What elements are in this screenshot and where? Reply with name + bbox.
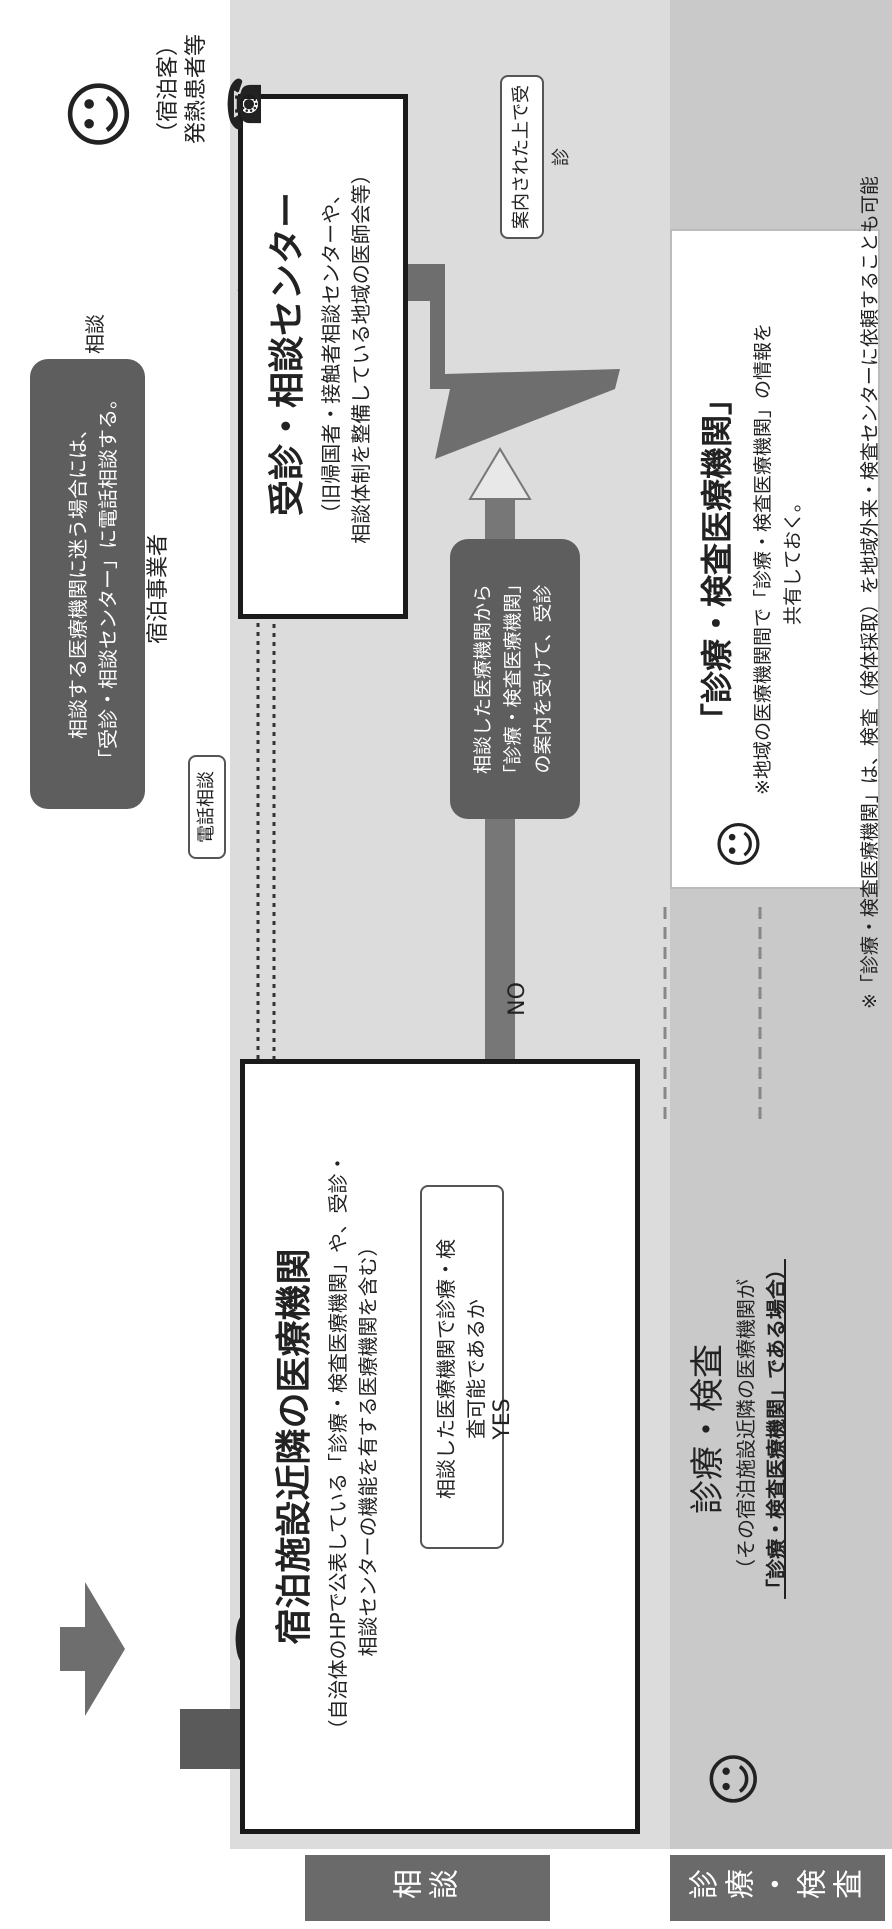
patient-label-2: 発熱患者等 — [184, 34, 209, 145]
callout-top-line2: 「受診・相談センター」に電話相談する。 — [96, 389, 120, 769]
exam-desc-2: 「診療・検査医療機関」である場合） — [764, 1259, 788, 1599]
exam-desc-1: （その宿泊施設近隣の医療機関が — [734, 1279, 758, 1579]
exam-institution-note-1: ※地域の医療機関間で「診療・検査医療機関」の情報を — [752, 323, 774, 795]
guided-label: 案内された上で受診 — [500, 75, 572, 239]
phone-consult-label: 電話相談 — [188, 755, 226, 859]
callout-top-line1: 相談する医療機関に迷う場合には、 — [66, 419, 90, 739]
doctor-icon: ☺ — [703, 1750, 766, 1808]
exam-institution-title: 「診療・検査医療機関」 — [698, 383, 736, 736]
patient-icon: ☺ — [59, 77, 141, 151]
consult-arrow — [60, 1582, 125, 1716]
consult-center-desc-1: （旧帰国者・接触者相談センターや、 — [319, 184, 343, 524]
consult-center-title: 受診・相談センター — [267, 192, 308, 517]
nearby-institution-title: 宿泊施設近隣の医療機関 — [274, 1248, 315, 1645]
yes-label: YES — [490, 1398, 515, 1440]
telephone-icon: ☎ — [218, 75, 272, 133]
footnote: ※「診療・検査医療機関」は、検査（検体採取）を地域外来・検査センターに依頼するこ… — [859, 176, 881, 1009]
nearby-institution-desc-2: 相談センターの機能を有する医療機関を含む） — [356, 1236, 380, 1657]
center-to-exam-arrow — [408, 264, 620, 459]
callout-middle-line1: 相談した医療機関から — [472, 584, 494, 775]
callout-middle-line2: 「診療・検査医療機関」 — [502, 574, 524, 784]
nearby-institution-desc-1: （自治体のHPで公表している「診療・検査医療機関」や、受診・ — [326, 1153, 350, 1740]
doctor-icon: ☺ — [712, 818, 768, 870]
callout-middle-line3: の案内を受けて、受診 — [532, 584, 554, 774]
exam-institution-note-2: 共有しておく。 — [782, 493, 804, 625]
no-label: NO — [505, 982, 530, 1016]
question-line-1: 相談した医療機関で診療・検 — [434, 1239, 458, 1499]
exam-title: 診療・検査 — [688, 1344, 728, 1514]
question-line-2: 査可能であるか — [464, 1299, 488, 1439]
consult-center-desc-2: 相談体制を整備している地域の医師会等） — [349, 164, 373, 544]
